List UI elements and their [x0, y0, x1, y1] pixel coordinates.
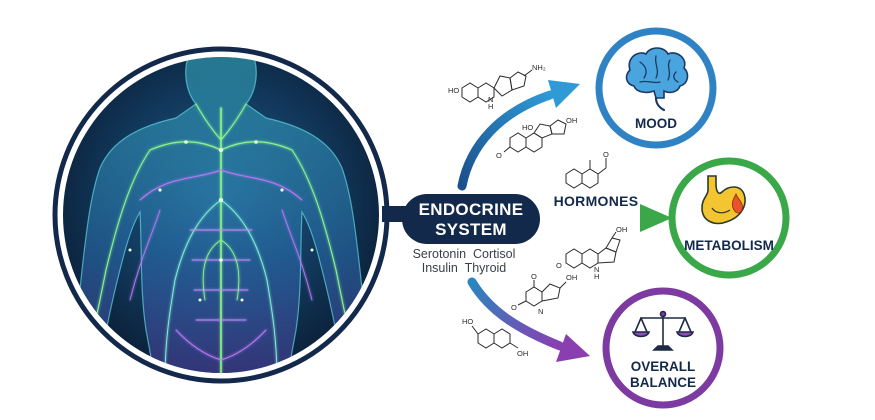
m1-ho-label: HO [448, 86, 459, 95]
hub-title-line1: ENDOCRINE [419, 200, 524, 219]
molecules: HO N H NH₂ HO OH O O [448, 63, 627, 358]
hub-hormones-line2: Insulin Thyroid [422, 261, 507, 275]
m5-o1-label: O [531, 272, 537, 281]
endocrine-hub: ENDOCRINE SYSTEM Serotonin Cortisol Insu… [402, 194, 540, 275]
brain-icon [625, 47, 689, 112]
m1-h-label: H [488, 102, 493, 111]
hormones-label: HORMONES [554, 193, 639, 209]
m2-ho-label: HO [522, 123, 533, 132]
mood-label: MOOD [635, 116, 677, 131]
arrow-head-mood [548, 80, 580, 108]
flame-icon [731, 192, 743, 214]
metabolism-label: METABOLISM [684, 238, 774, 253]
body-illustration [52, 46, 390, 384]
m3-o-label: O [603, 150, 609, 159]
arrow-head-balance [556, 334, 590, 362]
molecule-5: O O N OH [511, 272, 577, 316]
m1-n-label: N [488, 95, 493, 104]
m4-oh-label: OH [616, 225, 627, 234]
m6-ho-label: HO [462, 317, 473, 326]
arrow-to-mood [457, 90, 555, 191]
outcome-mood: MOOD [595, 27, 717, 149]
m1-nh2-label: NH₂ [532, 63, 546, 72]
outcome-overall-balance: OVERALL BALANCE [602, 287, 724, 409]
m4-h-label: H [594, 272, 599, 281]
hub-title-line2: SYSTEM [435, 220, 507, 239]
m4-n-label: N [594, 265, 599, 274]
m2-o-label: O [496, 151, 502, 160]
balance-label-line1: OVERALL [631, 359, 696, 374]
molecule-1: HO N H NH₂ [448, 63, 546, 111]
hub-hormones-line1: Serotonin Cortisol [413, 247, 516, 261]
arrows [457, 80, 672, 362]
m5-o2-label: O [511, 303, 517, 312]
balance-scale-icon [631, 310, 695, 351]
balance-label-line2: BALANCE [630, 375, 696, 390]
molecule-4: OH O N H [556, 225, 627, 281]
m6-oh-label: OH [517, 349, 528, 358]
m5-oh-label: OH [566, 273, 577, 282]
arrow-to-balance [467, 277, 565, 351]
glow-nodes [128, 140, 314, 302]
stomach-icon [701, 175, 746, 225]
arrow-head-metabolism [640, 204, 672, 232]
m5-n-label: N [538, 307, 543, 316]
m4-o-label: O [556, 261, 562, 270]
molecule-6: HO OH [462, 317, 528, 358]
m2-oh-label: OH [566, 116, 577, 125]
outcome-metabolism: METABOLISM [668, 157, 790, 279]
molecule-3: O [565, 150, 609, 189]
hub-pill [402, 194, 540, 244]
molecule-2: HO OH O [496, 116, 577, 160]
